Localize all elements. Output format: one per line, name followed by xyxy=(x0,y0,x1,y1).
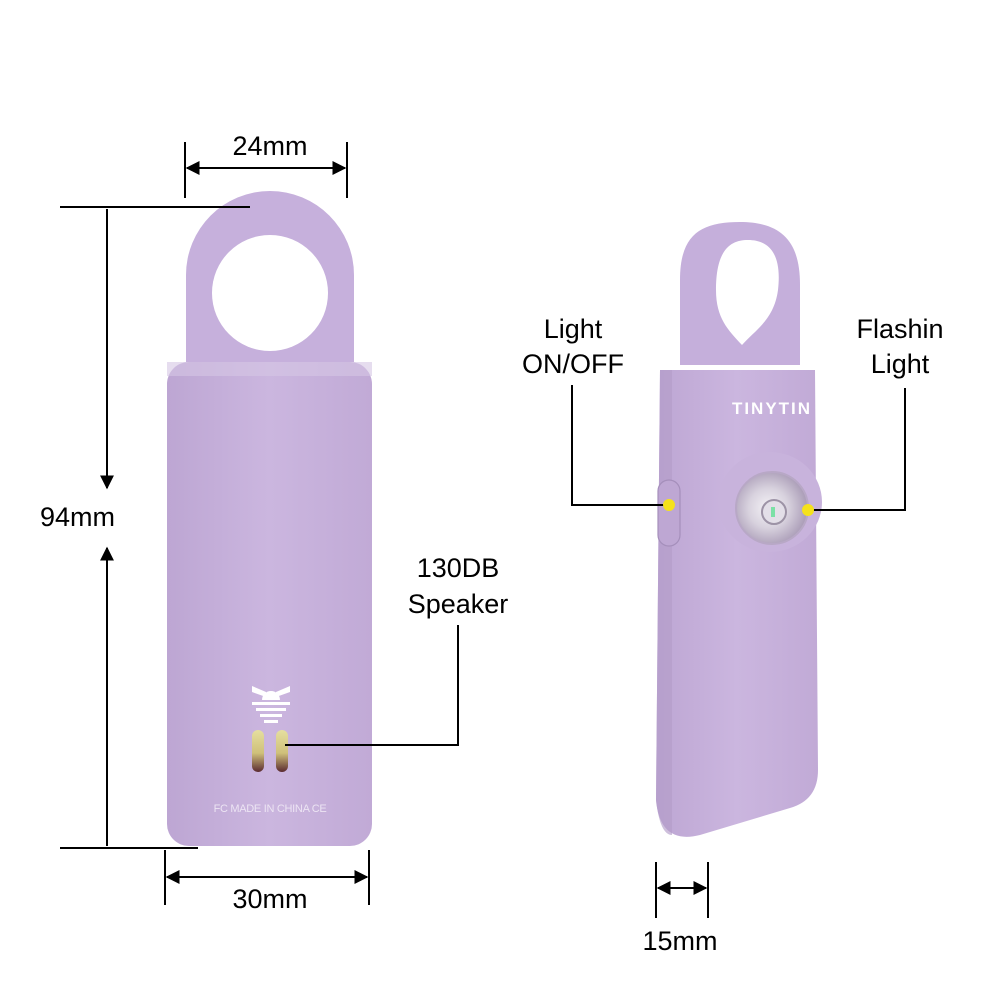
device-front-view: TINYTIN xyxy=(656,222,822,837)
label-speaker-line2: Speaker xyxy=(407,589,509,619)
label-width-bottom: 30mm xyxy=(232,884,308,914)
label-light-line2: ON/OFF xyxy=(522,349,624,379)
label-flash-line1: Flashin xyxy=(856,314,944,344)
speaker-slot-left xyxy=(252,730,264,772)
keyring-hole xyxy=(212,235,328,351)
label-height: 94mm xyxy=(40,502,116,532)
back-marking: FC MADE IN CHINA CE xyxy=(214,803,327,815)
dimension-width-top xyxy=(184,142,348,198)
callout-light-switch xyxy=(571,385,675,511)
label-thickness: 15mm xyxy=(642,926,718,956)
device-back-view: FC MADE IN CHINA CE xyxy=(167,191,372,846)
marker-dot xyxy=(663,499,675,511)
marker-dot xyxy=(802,504,814,516)
label-flash-line2: Light xyxy=(870,349,930,379)
brand-logo-icon xyxy=(252,686,290,723)
speaker-slot-right xyxy=(276,730,288,772)
device-body xyxy=(167,362,372,846)
callout-flash-light xyxy=(802,388,906,516)
keyring-hole-side xyxy=(716,240,779,345)
dimension-width-bottom xyxy=(164,850,370,905)
label-width-top: 24mm xyxy=(232,131,308,161)
dimension-thickness xyxy=(655,862,709,918)
label-speaker-line1: 130DB xyxy=(416,553,500,583)
brand-name: TINYTIN xyxy=(732,399,812,418)
label-light-line1: Light xyxy=(543,314,603,344)
device-body-side xyxy=(656,370,818,837)
light-button xyxy=(657,479,681,547)
dimension-height xyxy=(60,206,250,849)
callout-speaker xyxy=(285,625,459,746)
